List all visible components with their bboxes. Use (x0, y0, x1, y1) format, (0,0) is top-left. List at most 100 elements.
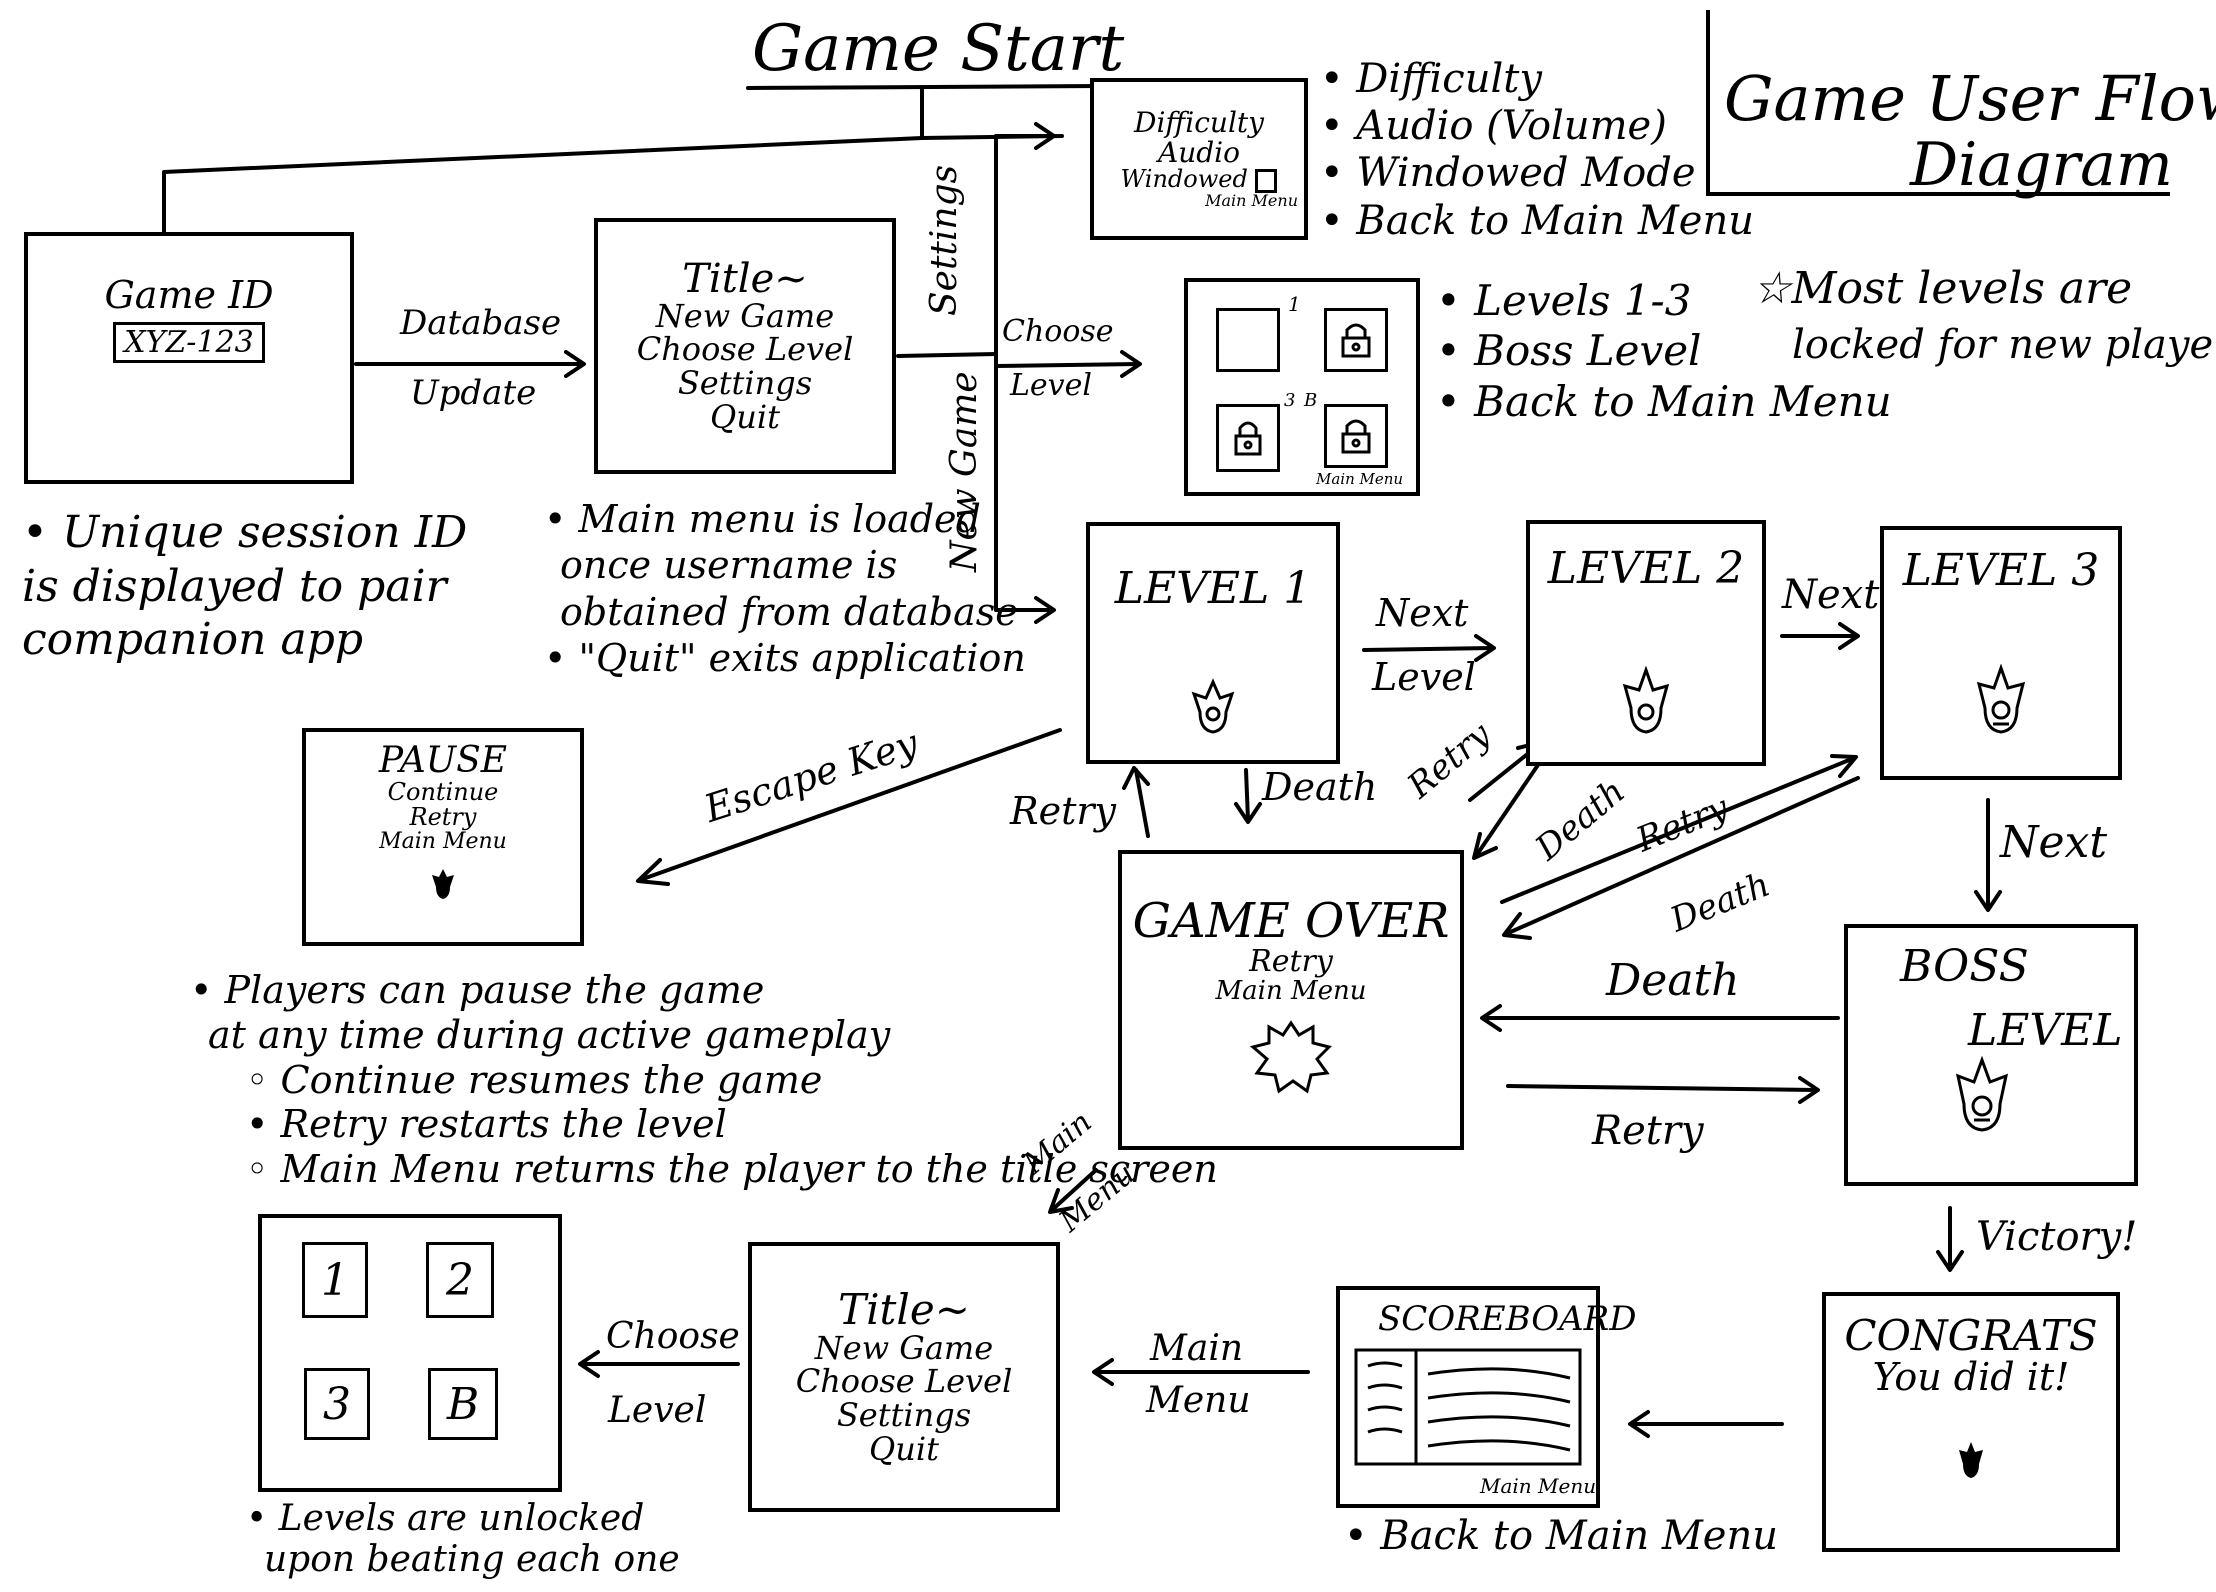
game-id-box: Game ID XYZ-123 (24, 232, 354, 484)
edge-label-choose-2: Choose (606, 1316, 740, 1357)
level-grid-notes: • Levels are unlocked upon beating each … (246, 1498, 680, 1581)
arrow-gameover-retry-level3 (1500, 754, 1858, 904)
edge-label-next-2: Next (1782, 572, 1880, 618)
edge-label-main: Main (1150, 1328, 1244, 1369)
arrow-level1-death (1234, 768, 1262, 824)
checkbox-icon[interactable] (1255, 168, 1278, 193)
settings-audio[interactable]: Audio (1158, 135, 1240, 169)
arrow-level1-to-pause (636, 728, 1062, 886)
edge-label-next: Next (1376, 591, 1469, 635)
level-grid-cell-boss[interactable]: B (428, 1368, 498, 1440)
edge-label-retry-level1: Retry (1010, 789, 1117, 833)
edge-label-database: Database (400, 303, 562, 343)
edge-label-victory: Victory! (1976, 1214, 2138, 1260)
settings-note-2: • Audio (Volume) (1320, 103, 1667, 150)
boss-label-line1: BOSS (1900, 941, 2029, 992)
connector-title-to-trunk (896, 352, 998, 358)
title-frame (1706, 10, 2170, 196)
edge-label-death-level1: Death (1262, 765, 1378, 809)
level-grid-cell-1[interactable]: 1 (302, 1242, 368, 1318)
game-start-heading: Game Start (752, 12, 1125, 86)
title-menu-quit[interactable]: Quit (710, 397, 780, 436)
level-select-main-menu[interactable]: Main Menu (1316, 470, 1404, 488)
settings-windowed[interactable]: Windowed (1121, 167, 1278, 193)
pause-note-3: ◦ Continue resumes the game (246, 1057, 823, 1102)
pause-note-2: at any time during active gameplay (208, 1012, 891, 1057)
level-select-slot-boss[interactable] (1324, 404, 1388, 468)
pause-note-5: ◦ Main Menu returns the player to the ti… (246, 1147, 1218, 1192)
scoreboard-table-icon (1354, 1348, 1582, 1466)
arrow-boss-to-congrats (1936, 1206, 1964, 1272)
level2-label: LEVEL 2 (1547, 543, 1745, 594)
player-character-icon (1959, 1441, 1983, 1478)
title2-settings[interactable]: Settings (836, 1396, 972, 1435)
arrow-gameover-retry-boss (1506, 1076, 1820, 1104)
edge-label-update: Update (410, 373, 537, 413)
title-menu-choose-level[interactable]: Choose Level (636, 330, 854, 369)
arrow-gameid-to-title (354, 350, 586, 378)
game-over-retry[interactable]: Retry (1249, 944, 1333, 980)
settings-windowed-label: Windowed (1120, 165, 1248, 194)
level-grid-cell-3[interactable]: 3 (304, 1368, 370, 1440)
title-note-2: once username is (560, 543, 898, 588)
arrow-level2-to-level3 (1780, 622, 1860, 650)
title-menu-new-game[interactable]: New Game (655, 296, 835, 335)
level-grid-note-2: upon beating each one (264, 1539, 680, 1581)
level-select-slot-1[interactable] (1216, 308, 1280, 372)
game-over-main-menu[interactable]: Main Menu (1215, 975, 1367, 1006)
level-select-slot-3[interactable] (1216, 404, 1280, 472)
level-grid-cell-2[interactable]: 2 (426, 1242, 494, 1318)
arrow-title2-to-levelgrid (578, 1350, 740, 1378)
game-id-label: Game ID (104, 273, 274, 317)
title-menu-settings[interactable]: Settings (677, 364, 813, 402)
lock-icon (1341, 419, 1371, 454)
level-select-slot-2[interactable] (1324, 308, 1388, 372)
edge-label-death-boss: Death (1606, 955, 1740, 1006)
scoreboard-title: SCOREBOARD (1378, 1299, 1637, 1339)
pause-retry[interactable]: Retry (409, 802, 477, 831)
locked-note-line2: locked for new players (1792, 322, 2216, 368)
arrow-boss-death (1480, 1004, 1840, 1032)
congrats-box: CONGRATS You did it! (1822, 1292, 2120, 1552)
pause-title: PAUSE (378, 740, 508, 781)
pause-continue[interactable]: Continue (387, 777, 499, 806)
scoreboard-main-menu[interactable]: Main Menu (1480, 1474, 1597, 1498)
settings-box: Difficulty Audio Windowed Main Menu (1090, 78, 1308, 240)
explosion-icon (1249, 1020, 1332, 1094)
level-select-note-2: • Boss Level (1436, 326, 1702, 376)
title2-choose-level[interactable]: Choose Level (795, 1362, 1013, 1401)
title-note-3: obtained from database (560, 589, 1018, 634)
pause-main-menu[interactable]: Main Menu (379, 829, 507, 855)
pause-notes: • Players can pause the game at any time… (190, 968, 1218, 1192)
title2-quit[interactable]: Quit (869, 1429, 939, 1468)
locked-note-text: Most levels are (1791, 263, 2133, 314)
level3-box: LEVEL 3 (1880, 526, 2122, 780)
level1-box: LEVEL 1 (1086, 522, 1340, 764)
settings-note-3: • Windowed Mode (1320, 150, 1696, 197)
edge-label-settings: Settings (924, 164, 965, 316)
title-note-4: • "Quit" exits application (544, 636, 1026, 681)
diagram-title-line2: Diagram (1910, 130, 2173, 200)
edge-label-menu: Menu (1146, 1380, 1251, 1421)
settings-note-4: • Back to Main Menu (1320, 197, 1755, 244)
level-select-label-1: 1 (1288, 292, 1301, 316)
arrow-congrats-to-scoreboard (1628, 1410, 1784, 1438)
title-notes: • Main menu is loaded once username is o… (544, 496, 1026, 681)
settings-difficulty[interactable]: Difficulty (1134, 106, 1264, 140)
edge-label-next-level: Level (1372, 655, 1476, 699)
edge-label-level-2: Level (608, 1390, 707, 1431)
level-grid-box: 1 2 3 B (258, 1214, 562, 1492)
title2-new-game[interactable]: New Game (814, 1328, 994, 1367)
game-id-code: XYZ-123 (113, 321, 265, 364)
level1-label: LEVEL 1 (1114, 563, 1312, 614)
player-character-icon (432, 869, 454, 900)
lock-icon (1341, 323, 1371, 358)
connector-start-to-gameid (162, 86, 924, 234)
arrow-level3-death (1502, 776, 1860, 940)
locked-note-line1: ☆Most levels are (1752, 263, 2133, 314)
settings-main-menu[interactable]: Main Menu (1205, 190, 1298, 210)
pause-note-4: • Retry restarts the level (246, 1102, 727, 1147)
level2-box: LEVEL 2 (1526, 520, 1766, 766)
